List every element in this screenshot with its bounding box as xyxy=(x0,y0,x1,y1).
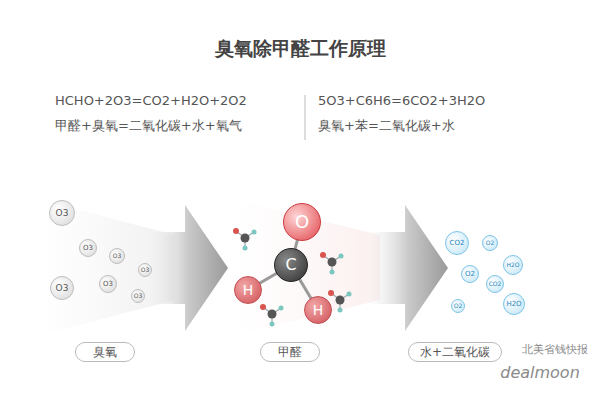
ozone-bubble: O3 xyxy=(79,239,97,257)
node-label: CO2 xyxy=(489,281,502,287)
formaldehyde-stream xyxy=(235,200,380,335)
product-bubble: CO2 xyxy=(445,231,469,255)
product-bubble: H2O xyxy=(503,255,523,275)
node-label: O3 xyxy=(134,293,143,299)
node-label: O3 xyxy=(103,281,113,288)
node-label: O3 xyxy=(113,253,122,259)
oxygen-atom: O xyxy=(283,203,321,241)
node-label: O3 xyxy=(56,209,69,218)
formula-text: HCHO+2O3=CO2+H2O+2O2 xyxy=(55,94,247,109)
hydrogen-atom: H xyxy=(304,296,332,324)
ozone-bubble: O3 xyxy=(138,263,152,277)
node-label: O xyxy=(295,213,309,231)
divider-line xyxy=(305,95,306,140)
hydrogen-ball xyxy=(347,292,352,297)
node-label: 臭氧 xyxy=(93,346,117,358)
flow-arrow xyxy=(360,205,448,331)
node-label: O2 xyxy=(486,240,495,246)
carbon-ball xyxy=(328,258,337,267)
formula-text: 甲醛+臭氧=二氧化碳+水+氧气 xyxy=(55,119,242,134)
title: 臭氧除甲醛工作原理 xyxy=(215,38,386,60)
stage-pill: 水+二氧化碳 xyxy=(408,342,502,362)
carbon-atom: C xyxy=(274,248,308,282)
carbon-ball xyxy=(241,234,250,243)
node-label: O2 xyxy=(465,271,475,278)
ozone-bubble: O3 xyxy=(49,200,75,226)
node-label: H2O xyxy=(506,301,521,308)
hydrogen-ball xyxy=(339,254,344,259)
node-label: O3 xyxy=(141,267,150,273)
node-label: H xyxy=(243,283,254,297)
product-bubble: H2O xyxy=(503,293,525,315)
hydrogen-ball xyxy=(252,230,257,235)
product-bubble: CO2 xyxy=(486,275,504,293)
flow-arrow xyxy=(140,205,228,331)
stage-pill: 甲醛 xyxy=(260,342,320,362)
hydrogen-ball xyxy=(243,246,248,251)
watermark: dealmoon xyxy=(500,364,580,382)
stage-pill: 臭氧 xyxy=(75,342,135,362)
hydrogen-ball xyxy=(330,270,335,275)
ozone-bubble: O3 xyxy=(131,289,145,303)
ozone-bubble: O3 xyxy=(99,275,117,293)
hydrogen-ball xyxy=(270,322,275,327)
oxygen-ball xyxy=(320,252,326,258)
carbon-ball xyxy=(336,296,345,305)
oxygen-ball xyxy=(328,290,334,296)
node-label: C xyxy=(285,257,296,273)
hydrogen-atom: H xyxy=(234,276,262,304)
small-molecules xyxy=(233,228,352,327)
node-label: O3 xyxy=(83,245,93,252)
node-label: H xyxy=(313,303,324,317)
hydrogen-ball xyxy=(279,306,284,311)
node-label: H2O xyxy=(506,262,519,268)
formula-text: 臭氧+苯=二氧化碳+水 xyxy=(318,119,455,134)
ozone-bubble: O3 xyxy=(50,276,74,300)
hydrogen-ball xyxy=(338,308,343,313)
node-label: O3 xyxy=(56,284,69,293)
watermark: 北美省钱快报 xyxy=(522,344,588,357)
node-label: 甲醛 xyxy=(278,346,302,358)
product-bubble: O2 xyxy=(482,235,498,251)
product-bubble: O2 xyxy=(461,265,479,283)
node-label: O2 xyxy=(454,303,463,309)
carbon-ball xyxy=(268,310,277,319)
oxygen-ball xyxy=(260,304,266,310)
formula-text: 5O3+C6H6=6CO2+3H2O xyxy=(318,94,485,109)
ozone-bubble: O3 xyxy=(109,248,125,264)
node-label: CO2 xyxy=(450,240,465,247)
node-label: 水+二氧化碳 xyxy=(420,346,490,358)
product-bubble: O2 xyxy=(451,299,465,313)
oxygen-ball xyxy=(233,228,239,234)
